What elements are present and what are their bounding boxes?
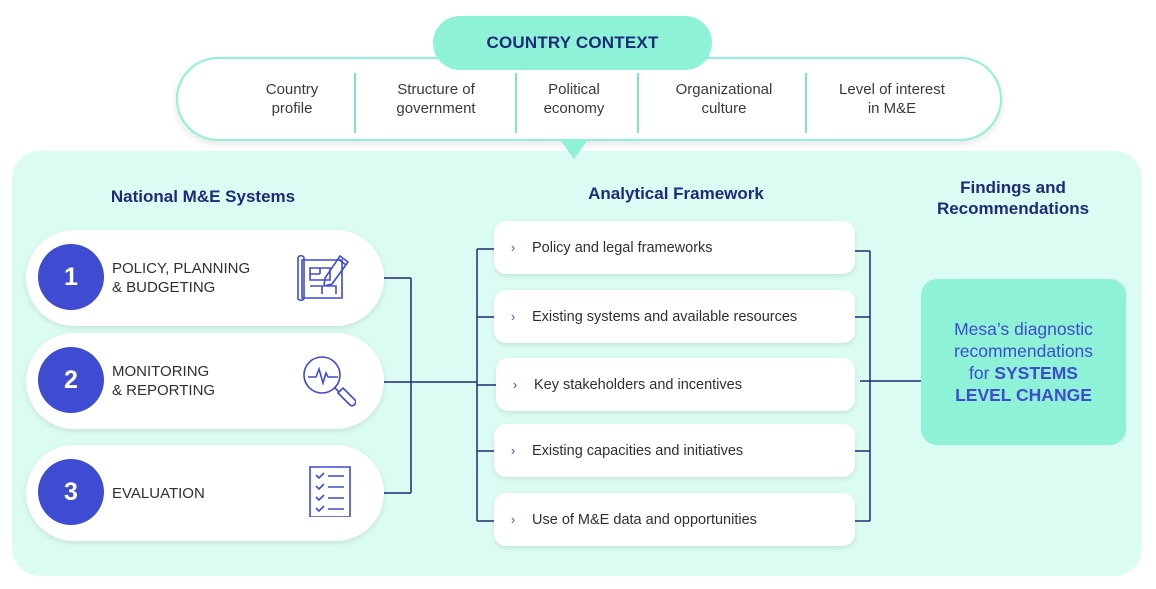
context-item-structure-of-government: Structure of government <box>396 81 476 117</box>
context-item-level-of-interest: Level of interest in M&E <box>839 81 945 117</box>
context-item-organizational-culture: Organizational culture <box>675 81 773 117</box>
system-card-policy-planning-budgeting: 1 POLICY, PLANNING & BUDGETING <box>26 230 384 326</box>
framework-item-key-stakeholders: › Key stakeholders and incentives <box>496 358 855 411</box>
chevron-right-icon: › <box>510 240 516 255</box>
context-divider <box>354 73 356 133</box>
system-number-badge: 1 <box>38 244 104 310</box>
framework-item-use-of-data: › Use of M&E data and opportunities <box>494 493 855 546</box>
findings-emphasis: SYSTEMS <box>994 363 1078 383</box>
system-card-evaluation: 3 EVALUATION <box>26 445 384 541</box>
system-card-monitoring-reporting: 2 MONITORING & REPORTING <box>26 333 384 429</box>
findings-recommendation-box: Mesa’s diagnostic recommendations for SY… <box>921 279 1126 445</box>
country-context-title: COUNTRY CONTEXT <box>433 16 712 70</box>
context-divider <box>637 73 639 133</box>
findings-text-line: for <box>969 363 995 383</box>
findings-text-line: Mesa’s diagnostic <box>954 319 1093 339</box>
magnifier-pulse-icon <box>303 356 356 407</box>
framework-item-label: Existing systems and available resources <box>532 308 798 325</box>
findings-emphasis: LEVEL CHANGE <box>955 385 1092 405</box>
chevron-right-icon: › <box>512 377 518 392</box>
chevron-right-icon: › <box>510 443 516 458</box>
context-pointer-arrow <box>561 141 587 159</box>
context-divider <box>805 73 807 133</box>
framework-item-label: Policy and legal frameworks <box>532 239 713 256</box>
framework-item-policy-legal: › Policy and legal frameworks <box>494 221 855 274</box>
context-divider <box>515 73 517 133</box>
framework-item-existing-systems: › Existing systems and available resourc… <box>494 290 855 343</box>
findings-text-line: recommendations <box>953 341 1094 361</box>
country-context-bar: Country profile Structure of government … <box>176 57 1002 141</box>
system-number-badge: 2 <box>38 347 104 413</box>
framework-item-existing-capacities: › Existing capacities and initiatives <box>494 424 855 477</box>
framework-item-label: Use of M&E data and opportunities <box>532 511 757 528</box>
findings-heading: Findings and Recommendations <box>936 178 1090 218</box>
system-number-badge: 3 <box>38 459 104 525</box>
chevron-right-icon: › <box>510 309 516 324</box>
framework-item-label: Key stakeholders and incentives <box>534 376 742 393</box>
system-label: POLICY, PLANNING & BUDGETING <box>112 260 251 296</box>
chevron-right-icon: › <box>510 512 516 527</box>
context-item-political-economy: Political economy <box>543 81 605 117</box>
context-item-country-profile: Country profile <box>265 81 319 117</box>
framework-heading: Analytical Framework <box>588 184 764 203</box>
national-systems-heading: National M&E Systems <box>110 187 296 206</box>
system-label: MONITORING & REPORTING <box>112 363 216 399</box>
blueprint-pencil-icon <box>297 254 350 302</box>
checklist-icon <box>309 466 351 517</box>
framework-item-label: Existing capacities and initiatives <box>532 442 744 459</box>
system-label: EVALUATION <box>112 484 205 502</box>
